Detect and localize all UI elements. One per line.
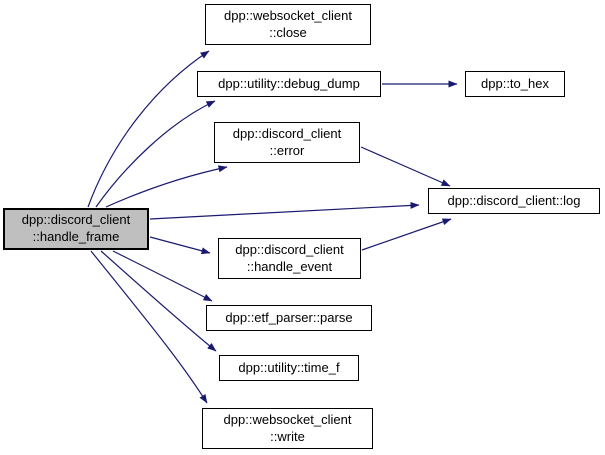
node-utility-time-f[interactable]: dpp::utility::time_f: [219, 355, 359, 381]
edge-handle-frame-to-parse: [112, 250, 213, 302]
node-discord-client-log[interactable]: dpp::discord_client::log: [428, 188, 600, 214]
node-handle-frame: dpp::discord_client ::handle_frame: [3, 208, 149, 250]
edge-handle-event-to-log: [361, 218, 452, 251]
node-websocket-client-write[interactable]: dpp::websocket_client ::write: [202, 408, 373, 449]
edge-handle-frame-to-debug-dump: [95, 100, 216, 208]
edge-handle-frame-to-handle-event: [149, 236, 211, 255]
node-discord-client-error[interactable]: dpp::discord_client ::error: [214, 122, 360, 163]
node-websocket-client-close[interactable]: dpp::websocket_client ::close: [205, 4, 371, 45]
edge-handle-frame-to-error: [105, 165, 228, 208]
edge-handle-frame-to-close: [87, 50, 210, 208]
edge-handle-frame-to-log: [149, 201, 420, 220]
node-discord-client-handle-event[interactable]: dpp::discord_client ::handle_event: [218, 238, 361, 279]
edge-handle-frame-to-time-f: [100, 250, 217, 352]
node-to-hex[interactable]: dpp::to_hex: [465, 71, 565, 97]
edge-error-to-log: [360, 146, 451, 187]
node-etf-parser-parse[interactable]: dpp::etf_parser::parse: [206, 305, 372, 331]
edge-handle-frame-to-write: [90, 250, 208, 404]
node-utility-debug-dump[interactable]: dpp::utility::debug_dump: [197, 71, 381, 97]
